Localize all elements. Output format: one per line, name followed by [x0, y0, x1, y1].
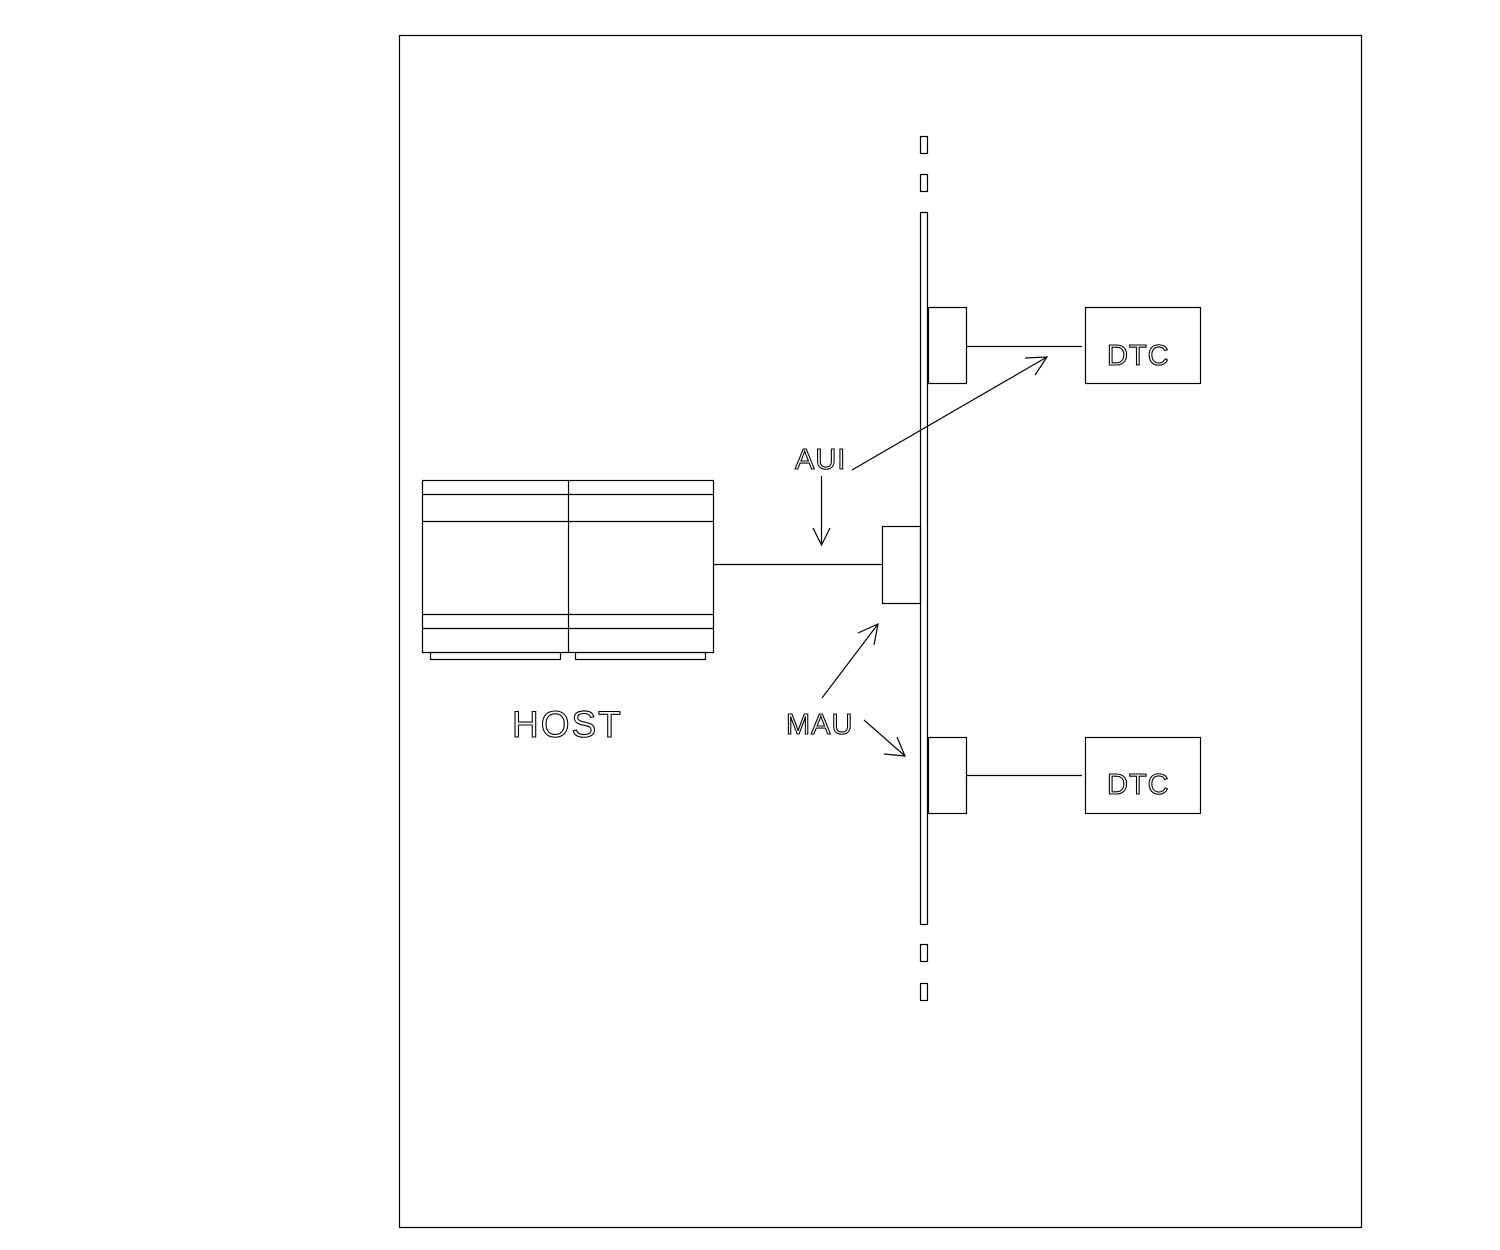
mau-box-host: [881, 525, 922, 605]
mau-label: MAU: [786, 709, 853, 741]
host-base-left: [429, 651, 562, 661]
mau-arrow-up-right: [821, 622, 879, 699]
aui-arrow-down: [812, 476, 831, 547]
trunk-cable-segment-bottom-1: [919, 943, 929, 963]
dtc-node-bottom: DTC: [1084, 736, 1202, 815]
host-base-right: [574, 651, 707, 661]
trunk-cable-segment-top-2: [919, 173, 929, 193]
mau-box-bottom: [927, 736, 968, 815]
aui-arrow-up-right: [851, 356, 1049, 471]
mau-box-top: [927, 306, 968, 385]
mau-arrow-down-right: [863, 719, 906, 757]
host-computer-icon: [421, 479, 715, 661]
trunk-cable: [919, 135, 929, 1002]
dtc-node-top: DTC: [1084, 306, 1202, 385]
aui-label: AUI: [795, 444, 846, 476]
dtc-top-label: DTC: [1107, 340, 1170, 372]
dtc-bottom-label: DTC: [1107, 769, 1170, 801]
dtc-box-bottom: [1084, 736, 1202, 815]
trunk-cable-main: [919, 211, 929, 926]
trunk-cable-segment-bottom-2: [919, 982, 929, 1002]
dtc-box-top: [1084, 306, 1202, 385]
host-label: HOST: [512, 704, 623, 745]
trunk-cable-segment-top-1: [919, 135, 929, 155]
diagram-frame: [398, 34, 1363, 1229]
